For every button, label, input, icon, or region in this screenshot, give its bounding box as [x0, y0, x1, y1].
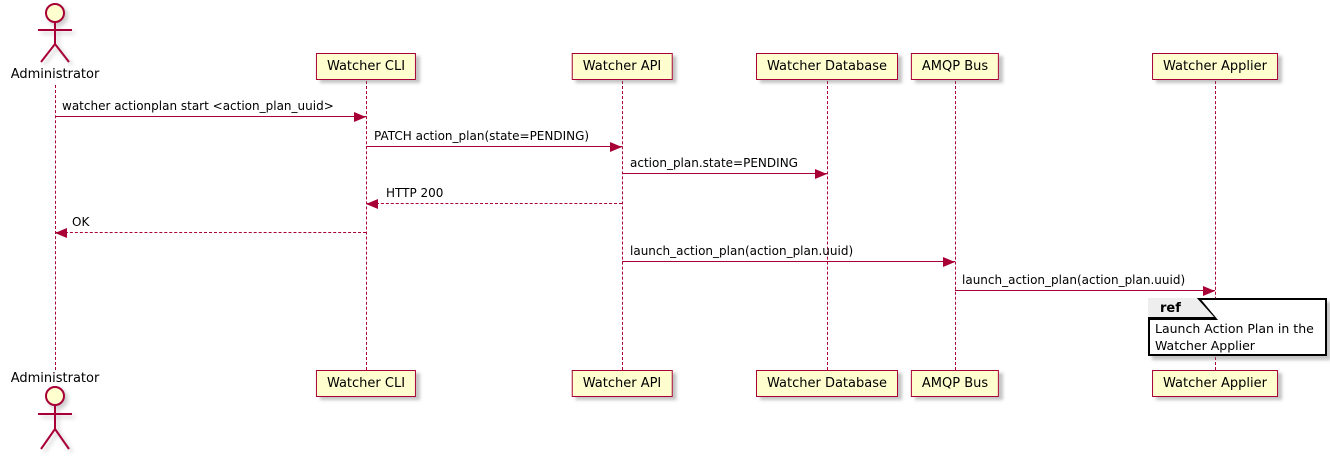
ref-keyword: ref [1160, 301, 1181, 316]
lifeline-administrator [55, 85, 56, 370]
message-line [366, 146, 622, 147]
participant-watcher-api-top: Watcher API [571, 53, 673, 80]
message-label: HTTP 200 [386, 186, 444, 200]
participant-watcher-database-top: Watcher Database [756, 53, 898, 80]
participant-watcher-database-bottom: Watcher Database [756, 370, 898, 397]
lifeline-amqp-bus [955, 81, 956, 370]
actor-icon [38, 386, 72, 450]
message-line [55, 116, 366, 117]
message-label: action_plan.state=PENDING [630, 156, 798, 170]
message-label: watcher actionplan start <action_plan_uu… [62, 99, 334, 113]
participant-watcher-cli-top: Watcher CLI [315, 53, 417, 80]
message-label: OK [72, 215, 90, 229]
message-line [366, 203, 622, 204]
actor-icon [38, 3, 72, 63]
arrowhead-right-icon [815, 169, 827, 179]
message-line [622, 173, 827, 174]
participant-watcher-cli-bottom: Watcher CLI [315, 370, 417, 397]
message-line [622, 261, 955, 262]
ref-tab-inner [1148, 298, 1214, 317]
arrowhead-left-icon [366, 199, 378, 209]
arrowhead-left-icon [55, 228, 67, 238]
ref-text-line-2: Watcher Applier [1155, 337, 1255, 353]
arrowhead-right-icon [1203, 286, 1215, 296]
lifeline-watcher-database [827, 81, 828, 370]
lifeline-watcher-api [622, 81, 623, 370]
message-label: launch_action_plan(action_plan.uuid) [630, 244, 854, 258]
ref-text: Launch Action Plan in the Watcher Applie… [1155, 321, 1314, 354]
arrowhead-right-icon [943, 257, 955, 267]
ref-text-line-1: Launch Action Plan in the [1155, 321, 1314, 336]
participant-watcher-api-bottom: Watcher API [571, 370, 673, 397]
actor-label-top: Administrator [10, 67, 100, 82]
message-line [955, 290, 1215, 291]
participant-watcher-applier-top: Watcher Applier [1152, 53, 1278, 80]
ref-fragment: ref Launch Action Plan in the Watcher Ap… [1148, 298, 1327, 356]
lifeline-watcher-applier [1215, 81, 1216, 370]
message-label: launch_action_plan(action_plan.uuid) [962, 273, 1186, 287]
message-label: PATCH action_plan(state=PENDING) [374, 129, 590, 143]
message-line [55, 232, 366, 233]
ref-tab [1148, 298, 1218, 320]
actor-label-bottom: Administrator [10, 371, 100, 386]
arrowhead-right-icon [610, 142, 622, 152]
participant-watcher-applier-bottom: Watcher Applier [1152, 370, 1278, 397]
arrowhead-right-icon [354, 112, 366, 122]
lifeline-watcher-cli [366, 81, 367, 370]
participant-amqp-bus-bottom: AMQP Bus [910, 370, 1000, 397]
participant-amqp-bus-top: AMQP Bus [910, 53, 1000, 80]
